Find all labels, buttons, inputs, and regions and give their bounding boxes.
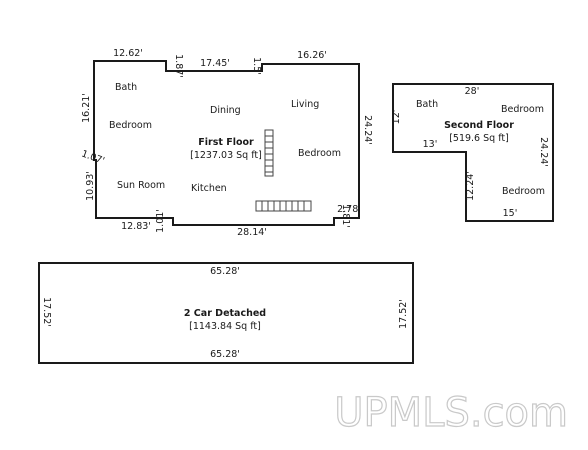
dim-bottom-step-right-b: 2.78': [337, 204, 361, 215]
dim-garage-bottom: 65.28': [210, 349, 240, 360]
first-floor-title: First Floor: [198, 137, 254, 148]
dim-second-inner-h: 13': [423, 139, 438, 150]
dim-bottom-step-left: 1.01': [155, 209, 166, 233]
dim-left-lower: 10.93': [85, 171, 96, 201]
stair-vertical: [264, 129, 274, 177]
garage-outline: [38, 262, 414, 364]
first-floor: First Floor [1237.03 Sq ft] Bath Bedroom…: [80, 48, 373, 238]
second-floor-title: Second Floor: [444, 120, 514, 131]
dim-top-middle: 17.45': [200, 58, 230, 69]
dim-second-bottom: 15': [503, 208, 518, 219]
dim-bottom: 28.14': [237, 227, 267, 238]
room-dining: Dining: [210, 105, 241, 116]
dim-right: 24.24': [362, 115, 373, 145]
garage: 2 Car Detached [1143.84 Sq ft] 65.28' 65…: [38, 262, 414, 364]
room-bath-2: Bath: [416, 99, 438, 110]
dim-second-top: 28': [465, 86, 480, 97]
dim-bottom-left: 12.83': [121, 221, 151, 232]
room-bath: Bath: [115, 82, 137, 93]
dim-bottom-step-right-a: 1.81': [340, 204, 351, 228]
dim-left-upper: 16.21': [81, 93, 92, 123]
dim-second-inner-v: 12.24': [465, 171, 476, 201]
dim-second-left: 12': [391, 110, 402, 125]
dim-top-right: 16.26': [297, 50, 327, 61]
dim-top-step-right: 1.5': [251, 57, 262, 75]
second-floor-area: [519.6 Sq ft]: [449, 133, 509, 144]
dim-top-step-left: 1.87': [173, 54, 184, 78]
dim-garage-top: 65.28': [210, 266, 240, 277]
garage-area: [1143.84 Sq ft]: [189, 321, 261, 332]
first-floor-area: [1237.03 Sq ft]: [190, 150, 262, 161]
dim-garage-right: 17.52': [398, 299, 409, 329]
room-kitchen: Kitchen: [191, 183, 227, 194]
dim-garage-left: 17.52': [41, 297, 52, 327]
room-sun-room: Sun Room: [117, 180, 165, 191]
room-bedroom-right: Bedroom: [298, 148, 341, 159]
second-floor: Second Floor [519.6 Sq ft] Bath Bedroom …: [391, 83, 554, 222]
room-bedroom-top: Bedroom: [501, 104, 544, 115]
watermark: UPMLS.com: [334, 390, 568, 436]
dim-second-right: 24.24': [538, 137, 549, 167]
first-floor-outline: [93, 60, 360, 226]
room-bedroom-left: Bedroom: [109, 120, 152, 131]
stair-horizontal: [255, 200, 312, 212]
dim-top-left: 12.62': [113, 48, 143, 59]
room-bedroom-bottom: Bedroom: [502, 186, 545, 197]
garage-title: 2 Car Detached: [184, 308, 266, 319]
room-living: Living: [291, 99, 319, 110]
second-floor-outline: [392, 83, 554, 222]
